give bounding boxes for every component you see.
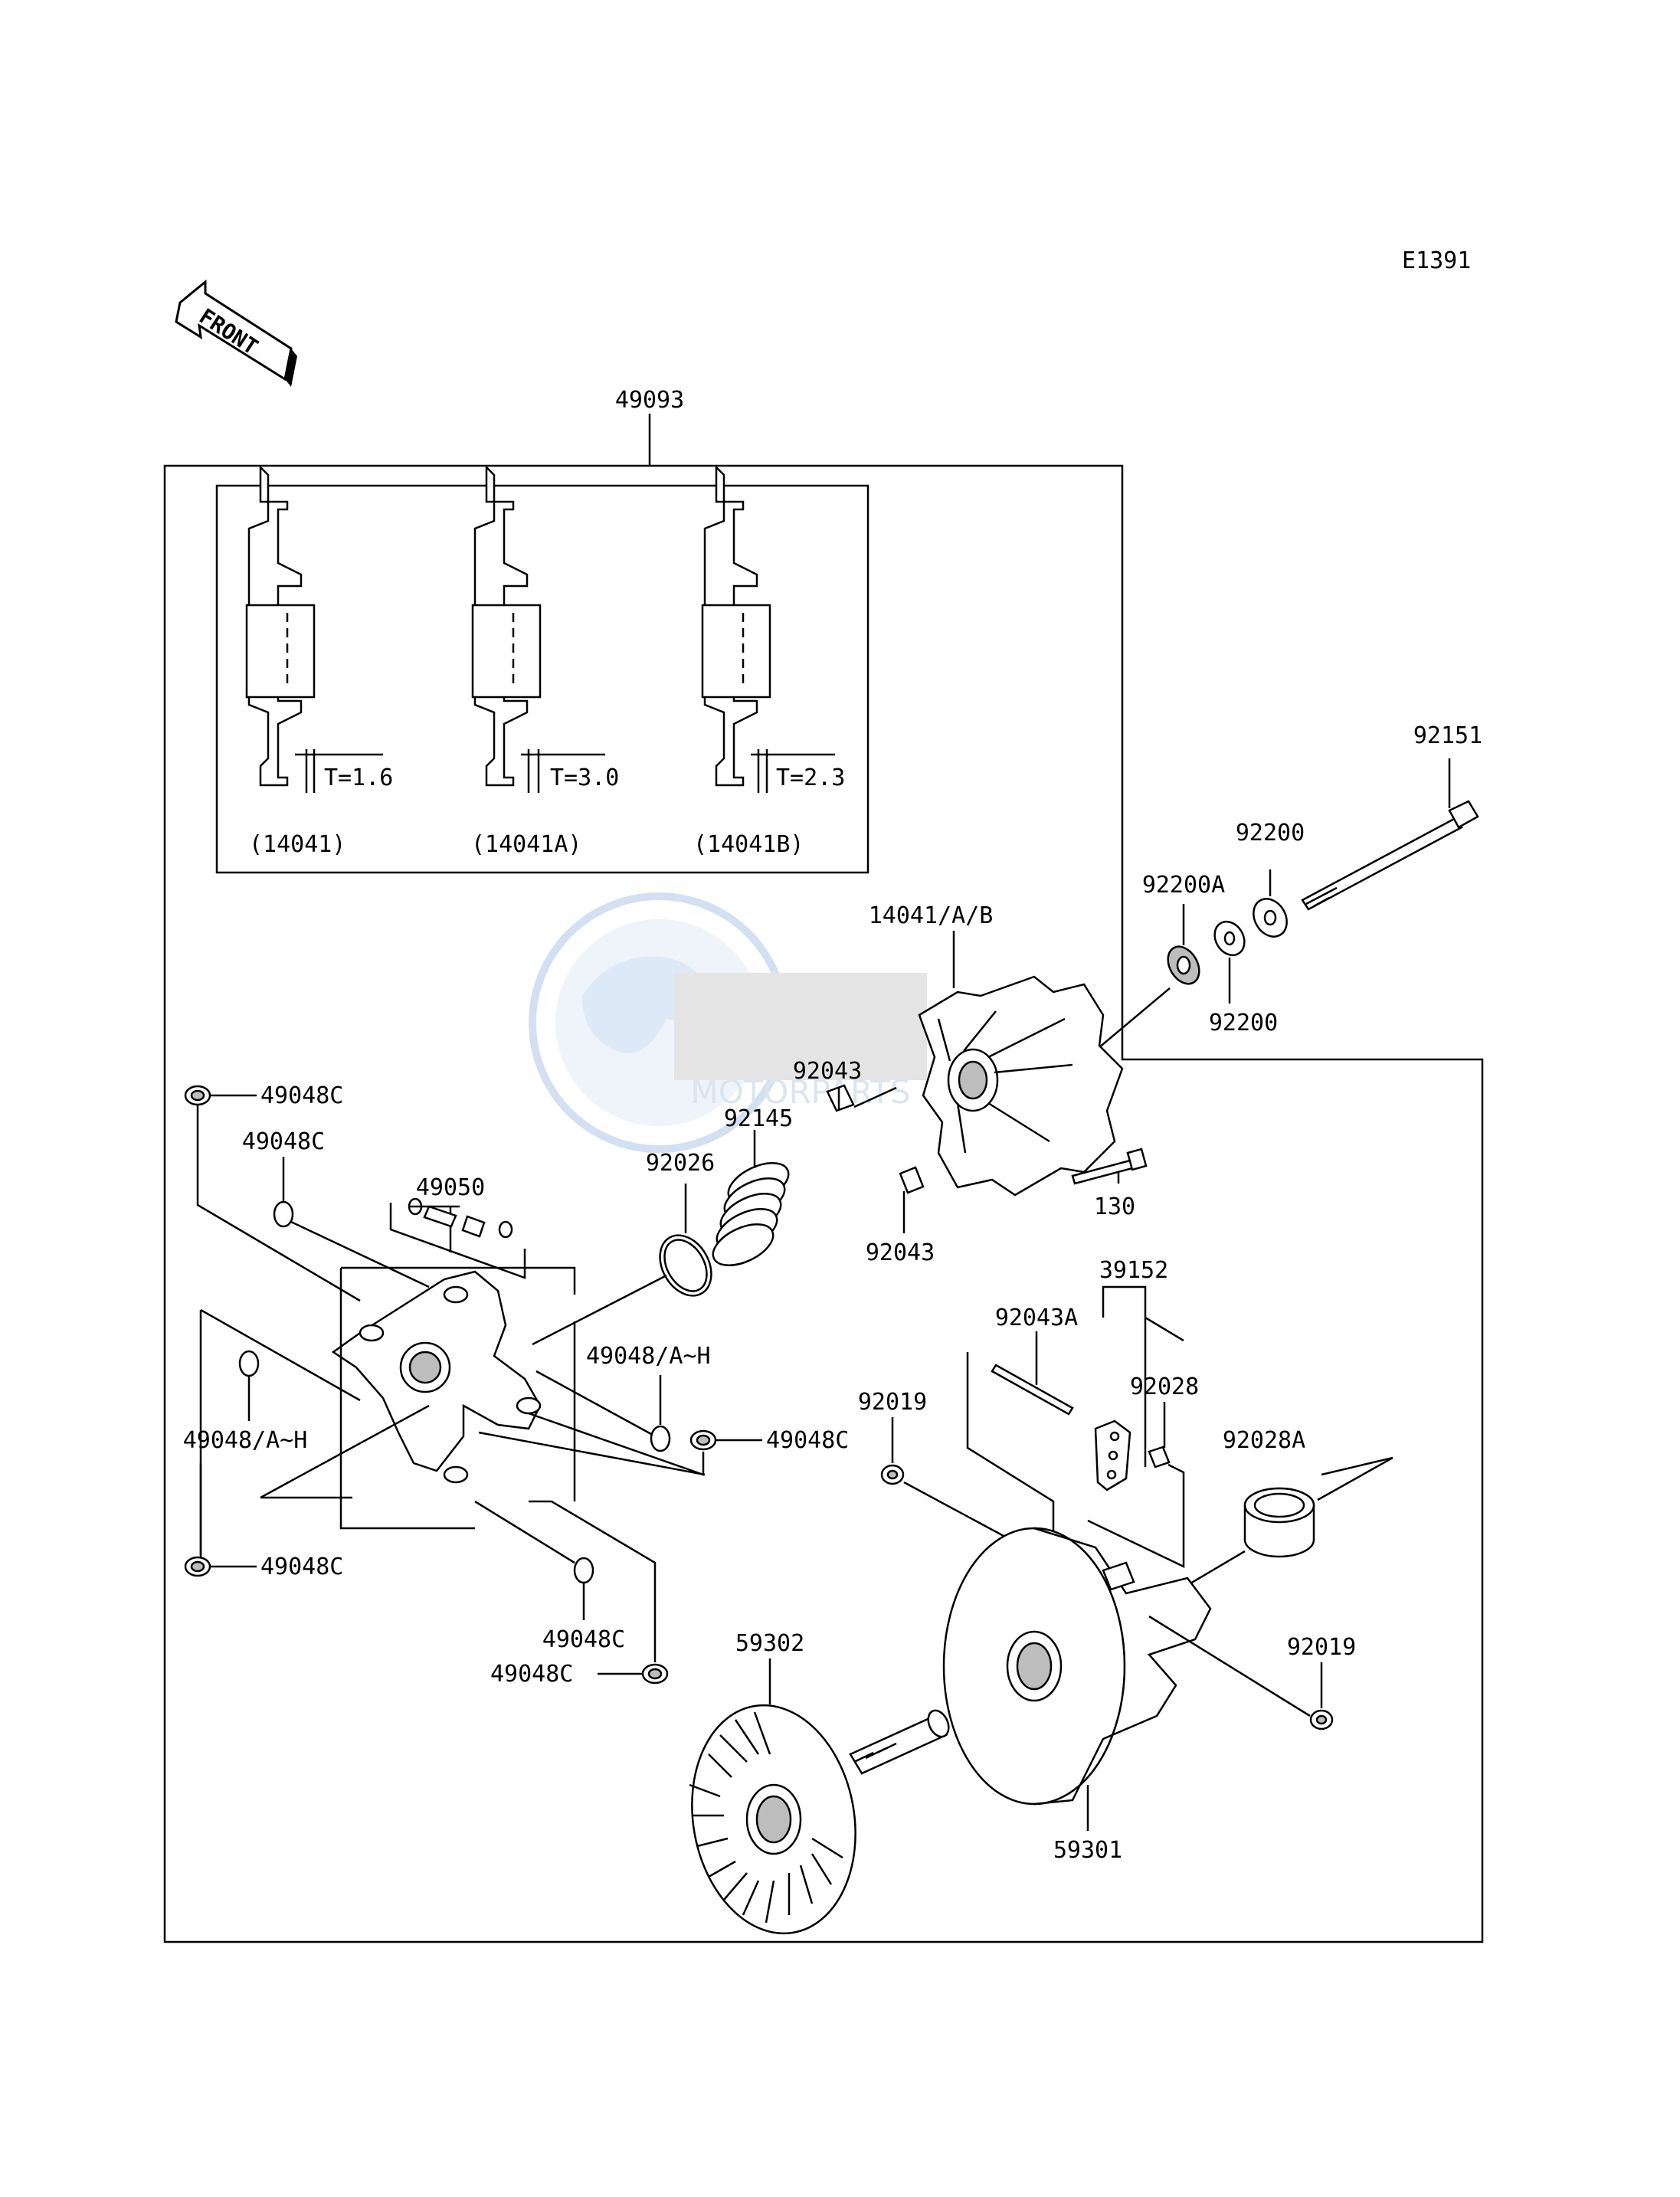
callout-washer-top: 92200 [1236,820,1305,846]
shim-b-label: (14041A) [471,831,582,858]
thickness-b: T=3.0 [550,765,619,791]
roller-kit [389,1197,526,1279]
callout-bushing: 92028A [1223,1427,1305,1454]
nut-49048C-top-left [184,1085,211,1106]
cover-14041 [918,975,1124,1197]
callout-weight-kit: 39152 [1099,1257,1168,1284]
callout-nut-bottom2: 49048C [490,1661,573,1688]
callout-nut-washer: 92200A [1142,872,1225,899]
callout-pin-top: 92043 [793,1058,862,1085]
assembly-callout: 49093 [615,387,684,414]
nut-washer-92200A [1167,945,1200,985]
assembly-outline [163,464,1484,1943]
washer-92200-bottom [1213,920,1246,957]
callout-washer-bottom: 92200 [1209,1010,1278,1036]
callout-nut-tl: 49048C [260,1082,343,1109]
nut-49048-range-left [238,1350,260,1377]
washer-92200-top [1253,898,1288,938]
callout-fixed-sheave: 59302 [735,1630,804,1657]
pin-92043-bottom [899,1166,925,1194]
callout-pin-long: 92043A [995,1305,1078,1331]
callout-bolt: 92151 [1413,722,1482,749]
callout-spider: 49050 [416,1174,485,1201]
callout-nut-tl2: 49048C [242,1128,325,1155]
callout-nut-right: 49048C [766,1427,849,1454]
nut-49048C-top-left-2 [273,1200,294,1228]
nut-92019-right [1309,1709,1334,1730]
callout-spring: 92145 [724,1105,793,1132]
oring-92026 [659,1234,712,1297]
pin-92043A [991,1364,1074,1416]
thickness-a: T=1.6 [324,765,393,791]
thickness-c: T=2.3 [776,765,845,791]
pin-92028 [1148,1446,1171,1468]
callout-pin-bottom: 92043 [866,1239,935,1266]
weight-arm [1094,1419,1131,1491]
bolt-92151 [1301,800,1479,911]
shim-c-label: (14041B) [693,831,804,858]
shim-detail-box [215,484,869,874]
callout-screw: 130 [1094,1193,1135,1220]
cover-profile-2: T=3.0 (14041A) [471,464,619,858]
bushing-92028A [1243,1487,1315,1558]
nut-49048-range-right [650,1425,671,1452]
nut-49048C-bottom [573,1557,594,1584]
shim-a-label: (14041) [249,831,345,858]
watermark-sub: MOTORPARTS [690,1073,910,1111]
callout-nut-bottom: 49048C [542,1626,625,1653]
callout-nut-mid: 92019 [858,1389,927,1416]
callout-weight-pin: 92028 [1130,1374,1199,1400]
diagram-code: E1391 [1402,247,1471,274]
movable-sheave-59301 [942,1527,1212,1806]
callout-nut-range-right: 49048/A~H [586,1343,711,1370]
fixed-sheave-59302 [689,1704,950,1935]
cover-profile-3: T=2.3 (14041B) [693,464,845,858]
callout-oring: 92026 [646,1150,715,1177]
callout-nut-range-left: 49048/A~H [183,1427,308,1454]
screw-130 [1071,1148,1148,1185]
front-arrow-icon: FRONT [175,279,297,387]
callout-movable-sheave: 59301 [1053,1837,1122,1864]
pin-92043-top [826,1084,855,1112]
nut-49048C-right [689,1429,717,1451]
spring-92145 [712,1162,790,1266]
nut-92019-mid [880,1464,905,1485]
nut-49048C-bottom-2 [641,1663,669,1685]
spider-49050 [331,1270,542,1484]
cover-profile-1: T=1.6 (14041) [245,464,393,858]
callout-nut-right-low: 92019 [1287,1634,1356,1661]
callout-cover: 14041/A/B [869,902,994,929]
watermark-logo: MOTORPARTS [529,892,927,1153]
nut-49048C-bottom-left [184,1556,211,1577]
callout-nut-bl: 49048C [260,1554,343,1580]
